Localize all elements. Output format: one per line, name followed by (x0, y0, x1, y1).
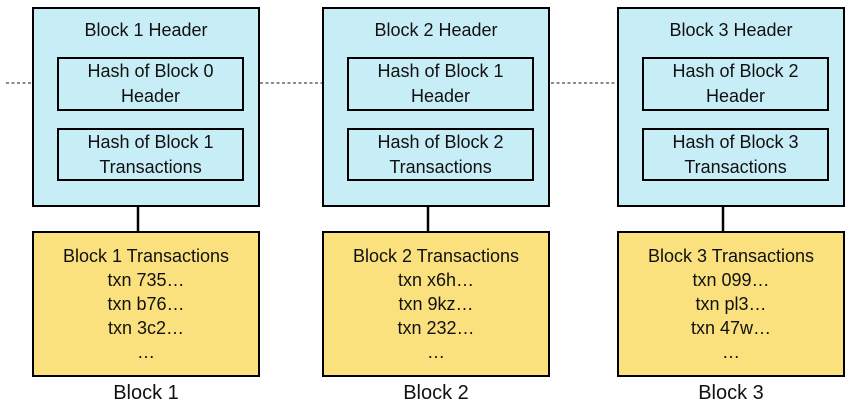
block-3-prev-hash-box: Hash of Block 2 Header (642, 57, 829, 111)
block-3-header-box: Block 3 Header Hash of Block 2 Header Ha… (617, 7, 845, 207)
block-1-tx-hash-label: Hash of Block 1 Transactions (87, 131, 214, 177)
block-1-prev-hash-label: Hash of Block 0 Header (87, 61, 214, 106)
transaction-item: txn x6h… (397, 270, 475, 290)
block-2-tx-hash-box: Hash of Block 2 Transactions (347, 128, 534, 181)
block-3-header-title: Block 3 Header (669, 20, 793, 40)
block-1-transactions-title: Block 1 Transactions (62, 246, 230, 266)
block-2-header-box: Block 2 Header Hash of Block 1 Header Ha… (322, 7, 550, 207)
block-3-tx-hash-label: Hash of Block 3 Transactions (672, 131, 799, 177)
block-3-tx-hash-box: Hash of Block 3 Transactions (642, 128, 829, 181)
block-2-header-title: Block 2 Header (374, 20, 498, 40)
block-2-prev-hash-label: Hash of Block 1 Header (377, 61, 504, 106)
transaction-item: txn 9kz… (398, 294, 474, 314)
transaction-item: txn b76… (107, 294, 185, 314)
block-3-transactions-title: Block 3 Transactions (647, 246, 815, 266)
block-2-column: Block 2 Header Hash of Block 1 Header Ha… (322, 0, 550, 408)
transaction-item-ellipsis: … (427, 342, 445, 362)
block-3-transactions-box: Block 3 Transactions txn 099… txn pl3… t… (617, 231, 845, 377)
block-1-label: Block 1 (113, 382, 179, 404)
transaction-item: txn 3c2… (107, 318, 185, 338)
transaction-item: txn 47w… (690, 318, 772, 338)
block-1-header-title: Block 1 Header (84, 20, 208, 40)
transaction-item: txn 735… (107, 270, 185, 290)
transaction-item-ellipsis: … (137, 342, 155, 362)
block-3-prev-hash-label: Hash of Block 2 Header (672, 61, 799, 106)
block-1-column: Block 1 Header Hash of Block 0 Header Ha… (32, 0, 260, 408)
block-2-transactions-title: Block 2 Transactions (352, 246, 520, 266)
block-1-transactions-box: Block 1 Transactions txn 735… txn b76… t… (32, 231, 260, 377)
block-1-header-box: Block 1 Header Hash of Block 0 Header Ha… (32, 7, 260, 207)
block-2-transactions-box: Block 2 Transactions txn x6h… txn 9kz… t… (322, 231, 550, 377)
transaction-item-ellipsis: … (722, 342, 740, 362)
block-2-prev-hash-box: Hash of Block 1 Header (347, 57, 534, 111)
transaction-item: txn 232… (397, 318, 475, 338)
block-3-label: Block 3 (698, 382, 764, 404)
block-1-prev-hash-box: Hash of Block 0 Header (57, 57, 244, 111)
transaction-item: txn pl3… (695, 294, 767, 314)
block-1-tx-hash-box: Hash of Block 1 Transactions (57, 128, 244, 181)
transaction-item: txn 099… (692, 270, 770, 290)
block-2-label: Block 2 (403, 382, 469, 404)
block-3-column: Block 3 Header Hash of Block 2 Header Ha… (617, 0, 845, 408)
block-2-tx-hash-label: Hash of Block 2 Transactions (377, 131, 504, 177)
